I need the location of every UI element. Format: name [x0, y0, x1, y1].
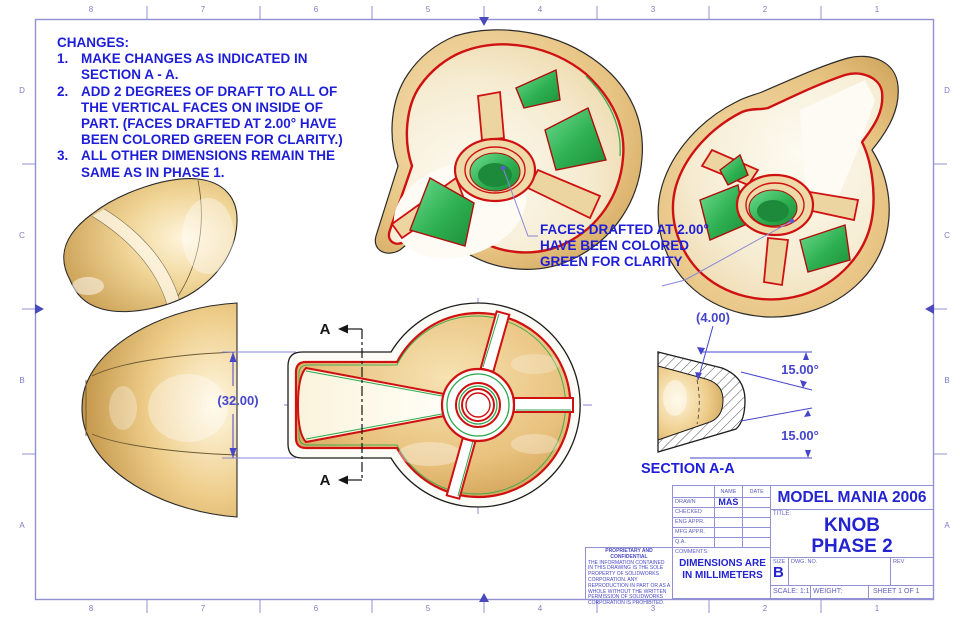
zone-bottom-6: 6 — [313, 604, 319, 613]
change-item-2-num: 2. — [57, 83, 69, 99]
change-item-3: 3. ALL OTHER DIMENSIONS REMAIN THE SAME … — [57, 148, 359, 180]
view-exterior-isometric — [63, 178, 238, 313]
millimeters-note: DIMENSIONS ARE IN MILLIMETERS — [679, 558, 766, 581]
zone-right-a: A — [944, 521, 950, 530]
angle-dims — [690, 325, 813, 459]
zone-top-6: 6 — [313, 5, 319, 14]
dim-wall-label: (4.00) — [696, 310, 730, 325]
change-item-1: 1. MAKE CHANGES AS INDICATED IN SECTION … — [57, 51, 359, 83]
view-section-a-a: (4.00) 15.00° 15.00° — [657, 310, 819, 459]
drawing-title-line1: KNOB — [824, 515, 880, 536]
title-block-approvals: NAME DATE DRAWN MAS CHECKED ENG APPR. MF… — [673, 486, 771, 598]
size-value: B — [773, 564, 784, 581]
zone-right-d: D — [944, 86, 950, 95]
proprietary-body: THE INFORMATION CONTAINED IN THIS DRAWIN… — [588, 559, 670, 607]
center-zone-arrows — [35, 17, 934, 602]
zone-left-a: A — [19, 521, 25, 530]
section-line-a-a: A A — [320, 321, 363, 489]
zone-bottom-4: 4 — [537, 604, 543, 613]
zone-bottom-5: 5 — [425, 604, 431, 613]
changes-note: CHANGES: 1. MAKE CHANGES AS INDICATED IN… — [57, 35, 359, 181]
zone-bottom-1: 1 — [874, 604, 880, 613]
scale-value: SCALE: 1:1 — [771, 585, 811, 598]
zone-top-3: 3 — [650, 5, 656, 14]
row-qa-label: Q.A. — [675, 539, 687, 545]
title-label: TITLE: — [773, 511, 792, 517]
zone-top-7: 7 — [200, 5, 206, 14]
view-side-profile — [81, 302, 238, 518]
hub-rings — [440, 367, 516, 443]
zone-top-4: 4 — [537, 5, 543, 14]
dim-arrowheads — [695, 347, 811, 458]
change-item-3-text: ALL OTHER DIMENSIONS REMAIN THE SAME AS … — [81, 148, 336, 180]
drafted-faces-callout: FACES DRAFTED AT 2.00° HAVE BEEN COLORED… — [540, 222, 709, 270]
view-top-plan: A A — [284, 298, 592, 514]
row-mfg-appr-label: MFG APPR. — [675, 529, 705, 535]
name-header: NAME — [713, 486, 743, 497]
zone-right-b: B — [944, 376, 950, 385]
section-letter-top: A — [320, 321, 331, 338]
row-drawn: DRAWN MAS — [673, 498, 770, 508]
change-item-3-num: 3. — [57, 148, 69, 164]
section-title: SECTION A-A — [641, 461, 735, 477]
weight-label: WEIGHT: — [811, 585, 869, 598]
title-area: TITLE: KNOB PHASE 2 — [771, 510, 933, 558]
changes-heading: CHANGES: — [57, 35, 130, 50]
proprietary-note: PROPRIETARY AND CONFIDENTIAL THE INFORMA… — [585, 547, 673, 606]
green-drafted-faces — [409, 68, 607, 247]
title-block-main: MODEL MANIA 2006 TITLE: KNOB PHASE 2 SIZ… — [771, 486, 933, 598]
zone-top-5: 5 — [425, 5, 431, 14]
zone-bottom-2: 2 — [762, 604, 768, 613]
row-checked: CHECKED — [673, 508, 770, 518]
zone-left-c: C — [19, 231, 25, 240]
dim-angle-bottom-label: 15.00° — [781, 428, 819, 443]
dimension-32: (32.00) — [217, 351, 296, 459]
drawing-title-line2: PHASE 2 — [811, 536, 893, 557]
zone-top-8: 8 — [88, 5, 94, 14]
scale-band: SCALE: 1:1 WEIGHT: SHEET 1 OF 1 — [771, 585, 933, 598]
size-label: SIZE — [773, 559, 786, 565]
sheet-number: SHEET 1 OF 1 — [873, 587, 920, 595]
row-drawn-label: DRAWN — [675, 499, 696, 505]
change-item-1-num: 1. — [57, 51, 69, 67]
dim-32-label: (32.00) — [217, 393, 258, 408]
view-interior-isometric-right — [657, 55, 899, 318]
comments-cell: COMMENTS: DIMENSIONS ARE IN MILLIMETERS — [673, 548, 770, 598]
zone-bottom-7: 7 — [200, 604, 206, 613]
row-qa: Q.A. — [673, 538, 770, 548]
section-letter-bottom: A — [320, 472, 331, 489]
row-eng-appr-label: ENG APPR. — [675, 519, 705, 525]
rev-label: REV — [893, 559, 905, 565]
zone-top-1: 1 — [874, 5, 880, 14]
row-mfg-appr: MFG APPR. — [673, 528, 770, 538]
zone-bottom-3: 3 — [650, 604, 656, 613]
proprietary-title: PROPRIETARY AND CONFIDENTIAL — [605, 548, 653, 560]
row-drawn-name: MAS — [713, 498, 743, 507]
comments-label: COMMENTS: — [675, 549, 709, 555]
change-item-2: 2. ADD 2 DEGREES OF DRAFT TO ALL OF THE … — [57, 84, 359, 149]
company-name: MODEL MANIA 2006 — [771, 486, 933, 510]
title-block: NAME DATE DRAWN MAS CHECKED ENG APPR. MF… — [672, 485, 934, 599]
zone-left-b: B — [19, 376, 25, 385]
view-interior-isometric-left — [374, 29, 643, 270]
zone-left-d: D — [19, 86, 25, 95]
date-header: DATE — [742, 486, 770, 497]
change-item-2-text: ADD 2 DEGREES OF DRAFT TO ALL OF THE VER… — [81, 83, 343, 148]
row-eng-appr: ENG APPR. — [673, 518, 770, 528]
zone-bottom-8: 8 — [88, 604, 94, 613]
spoke-green-edges — [457, 313, 571, 497]
size-band: SIZE B DWG. NO. REV — [771, 558, 933, 586]
row-checked-label: CHECKED — [675, 509, 702, 515]
zone-right-c: C — [944, 231, 950, 240]
change-item-1-text: MAKE CHANGES AS INDICATED IN SECTION A -… — [81, 51, 308, 83]
dim-angle-top-label: 15.00° — [781, 362, 819, 377]
dwg-no-label: DWG. NO. — [789, 558, 891, 585]
zone-top-2: 2 — [762, 5, 768, 14]
